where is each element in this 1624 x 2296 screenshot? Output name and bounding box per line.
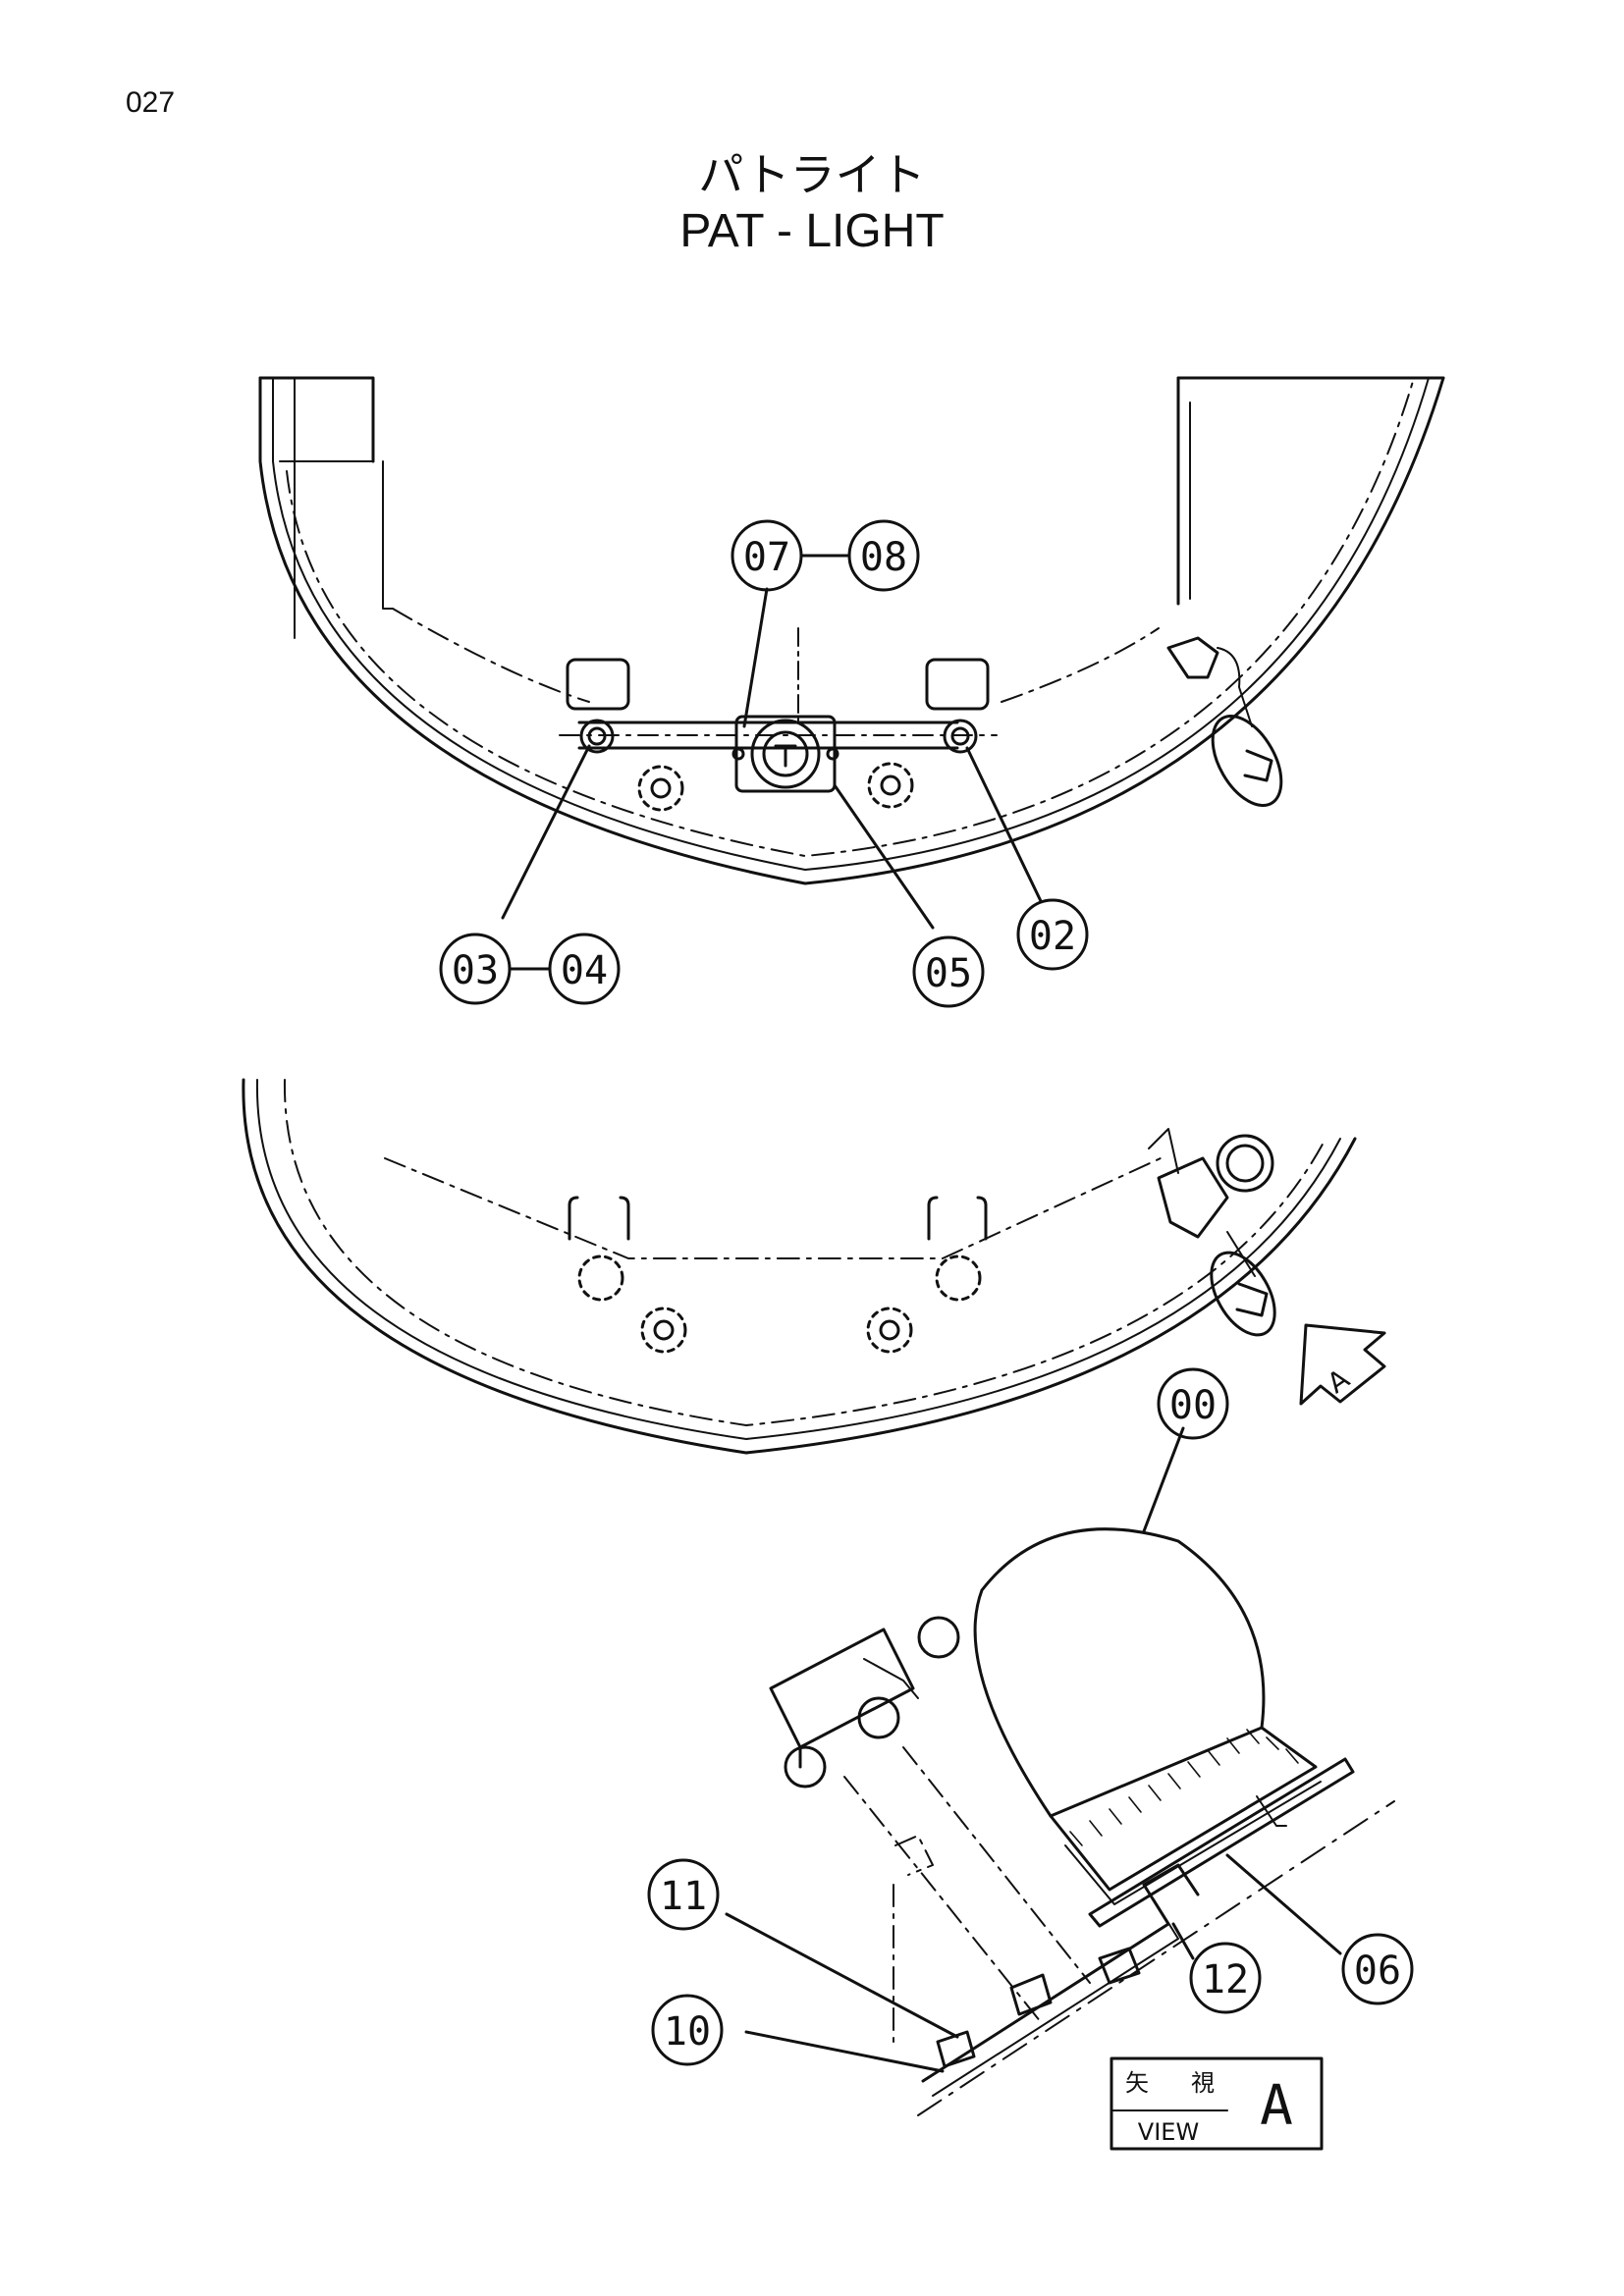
callout-00: 00 (1169, 1383, 1217, 1428)
view-box (1110, 2056, 1324, 2151)
title-english: PAT - LIGHT (679, 205, 945, 257)
top-view-roof (258, 376, 1445, 930)
callout-04: 04 (561, 948, 608, 993)
view-box-view-text: VIEW (1138, 2118, 1199, 2146)
beacon-lamp-detail (725, 1426, 1395, 2116)
view-box-letter: A (1260, 2074, 1293, 2138)
callout-06: 06 (1354, 1949, 1401, 1994)
callout-11: 11 (660, 1874, 707, 1919)
callout-08: 08 (860, 535, 907, 580)
view-box-kanji-right: 視 (1191, 2069, 1215, 2097)
callout-circles (439, 519, 1414, 2066)
callout-03: 03 (452, 948, 499, 993)
callout-02: 02 (1029, 914, 1076, 959)
callout-12: 12 (1202, 1957, 1249, 2002)
title-japanese: パトライト (698, 148, 926, 201)
view-box-kanji-left: 矢 (1125, 2069, 1149, 2097)
page-number: 027 (126, 86, 176, 119)
callout-10: 10 (664, 2009, 711, 2055)
callout-05: 05 (925, 951, 972, 996)
middle-view-roof (242, 1078, 1386, 1455)
page-title: パトライト PAT - LIGHT (0, 147, 1624, 261)
callout-07: 07 (743, 535, 790, 580)
